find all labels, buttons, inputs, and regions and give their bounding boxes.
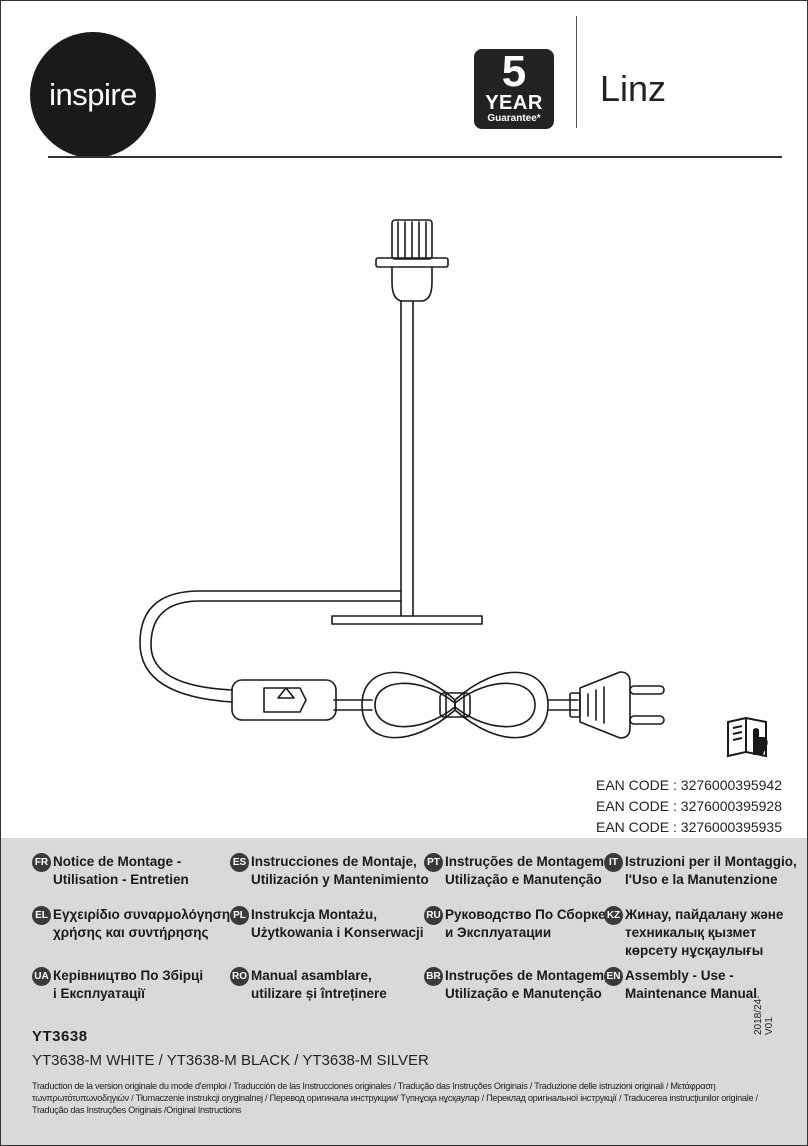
language-title-line: і Експлуатації bbox=[53, 986, 145, 1001]
language-entry-ru: RU Руководство По Сборке и Эксплуатации bbox=[424, 906, 606, 942]
language-title-line: Εγχειρίδιο συναρμολόγησης, bbox=[53, 907, 241, 922]
language-entry-it: IT Istruzioni per il Montaggio, l'Uso e … bbox=[604, 853, 797, 889]
language-panel bbox=[1, 838, 807, 1145]
language-entry-br: BR Instruções de Montagem, Utilização e … bbox=[424, 967, 608, 1003]
language-entry-ro: RO Manual asamblare, utilizare și întreț… bbox=[230, 967, 387, 1003]
inline-switch bbox=[231, 679, 337, 721]
language-title-line: и Эксплуатации bbox=[445, 925, 552, 940]
language-badge: ES bbox=[230, 853, 249, 872]
lamp-stem bbox=[400, 300, 414, 617]
guarantee-label: Guarantee* bbox=[487, 113, 541, 124]
language-title-line: Utilisation - Entretien bbox=[53, 872, 189, 887]
guarantee-year: YEAR bbox=[485, 92, 543, 114]
language-entry-en: EN Assembly - Use - Maintenance Manual bbox=[604, 967, 757, 1003]
language-badge: EN bbox=[604, 967, 623, 986]
language-title-line: техникалық қызмет bbox=[625, 925, 757, 940]
language-title-line: Instrukcja Montażu, bbox=[251, 907, 378, 922]
language-title-line: Instruções de Montagem, bbox=[445, 968, 608, 983]
language-title-line: χρήσης και συντήρησης bbox=[53, 925, 209, 940]
instruction-manual-icon bbox=[727, 716, 768, 758]
language-title-line: Maintenance Manual bbox=[625, 986, 758, 1001]
language-entry-ua: UA Керівництво По Збірці і Експлуатації bbox=[32, 967, 203, 1003]
language-title-line: Notice de Montage - bbox=[53, 854, 182, 869]
ean-code-1: EAN CODE : 3276000395942 bbox=[595, 777, 782, 793]
model-name: Linz bbox=[600, 68, 667, 109]
language-title-line: Użytkowania i Konserwacji bbox=[251, 925, 424, 940]
language-badge: EL bbox=[32, 906, 51, 925]
document-version: 2018/24-V01 bbox=[753, 995, 775, 1035]
language-badge: FR bbox=[32, 853, 51, 872]
language-badge: IT bbox=[604, 853, 623, 872]
language-title-line: Жинау, пайдалану және bbox=[625, 907, 784, 922]
language-entry-es: ES Instrucciones de Montaje, Utilización… bbox=[230, 853, 429, 889]
ean-code-3: EAN CODE : 3276000395935 bbox=[595, 819, 782, 835]
language-title-line: Utilização e Manutenção bbox=[445, 986, 602, 1001]
language-entry-el: EL Εγχειρίδιο συναρμολόγησης, χρήσης και… bbox=[32, 906, 241, 942]
language-badge: RO bbox=[230, 967, 249, 986]
language-title-line: l'Uso e la Manutenzione bbox=[625, 872, 778, 887]
coiled-cable bbox=[361, 671, 549, 739]
guarantee-badge: 5 YEAR Guarantee* bbox=[474, 49, 554, 129]
product-code: YT3638 bbox=[32, 1028, 88, 1045]
header-divider bbox=[576, 16, 577, 128]
language-title-line: Utilização e Manutenção bbox=[445, 872, 602, 887]
language-title-line: Instruções de Montagem, bbox=[445, 854, 608, 869]
language-title-line: Руководство По Сборке bbox=[445, 907, 606, 922]
language-title-line: Utilización y Mantenimiento bbox=[251, 872, 429, 887]
translation-note: Traduction de la version originale du mo… bbox=[32, 1081, 758, 1115]
lamp-base-plate bbox=[331, 615, 483, 625]
language-badge: BR bbox=[424, 967, 443, 986]
language-title-line: utilizare și întreținere bbox=[251, 986, 387, 1001]
lamp-base-illustration bbox=[139, 219, 665, 739]
product-variants: YT3638-M WHITE / YT3638-M BLACK / YT3638… bbox=[32, 1052, 429, 1069]
language-entry-fr: FR Notice de Montage - Utilisation - Ent… bbox=[32, 853, 189, 889]
power-cable bbox=[139, 590, 579, 711]
euro-plug bbox=[569, 671, 665, 739]
header-rule bbox=[48, 156, 782, 158]
language-badge: KZ bbox=[604, 906, 623, 925]
language-badge: UA bbox=[32, 967, 51, 986]
language-entry-kz: KZ Жинау, пайдалану және техникалық қызм… bbox=[604, 906, 783, 960]
language-title-line: Assembly - Use - bbox=[625, 968, 734, 983]
language-badge: RU bbox=[424, 906, 443, 925]
language-title-line: Manual asamblare, bbox=[251, 968, 372, 983]
language-title-line: Instrucciones de Montaje, bbox=[251, 854, 417, 869]
language-badge: PT bbox=[424, 853, 443, 872]
language-title-line: Керівництво По Збірці bbox=[53, 968, 204, 983]
language-title-line: көрсету нұсқаулығы bbox=[625, 943, 764, 958]
brand-name: inspire bbox=[49, 77, 137, 112]
brand-logo: inspire bbox=[30, 32, 156, 158]
language-entry-pt: PT Instruções de Montagem, Utilização e … bbox=[424, 853, 608, 889]
ean-code-2: EAN CODE : 3276000395928 bbox=[595, 798, 782, 814]
language-title-line: Istruzioni per il Montaggio, bbox=[625, 854, 797, 869]
lamp-socket bbox=[375, 219, 449, 302]
guarantee-number: 5 bbox=[501, 47, 527, 96]
language-entry-pl: PL Instrukcja Montażu, Użytkowania i Kon… bbox=[230, 906, 424, 942]
language-badge: PL bbox=[230, 906, 249, 925]
